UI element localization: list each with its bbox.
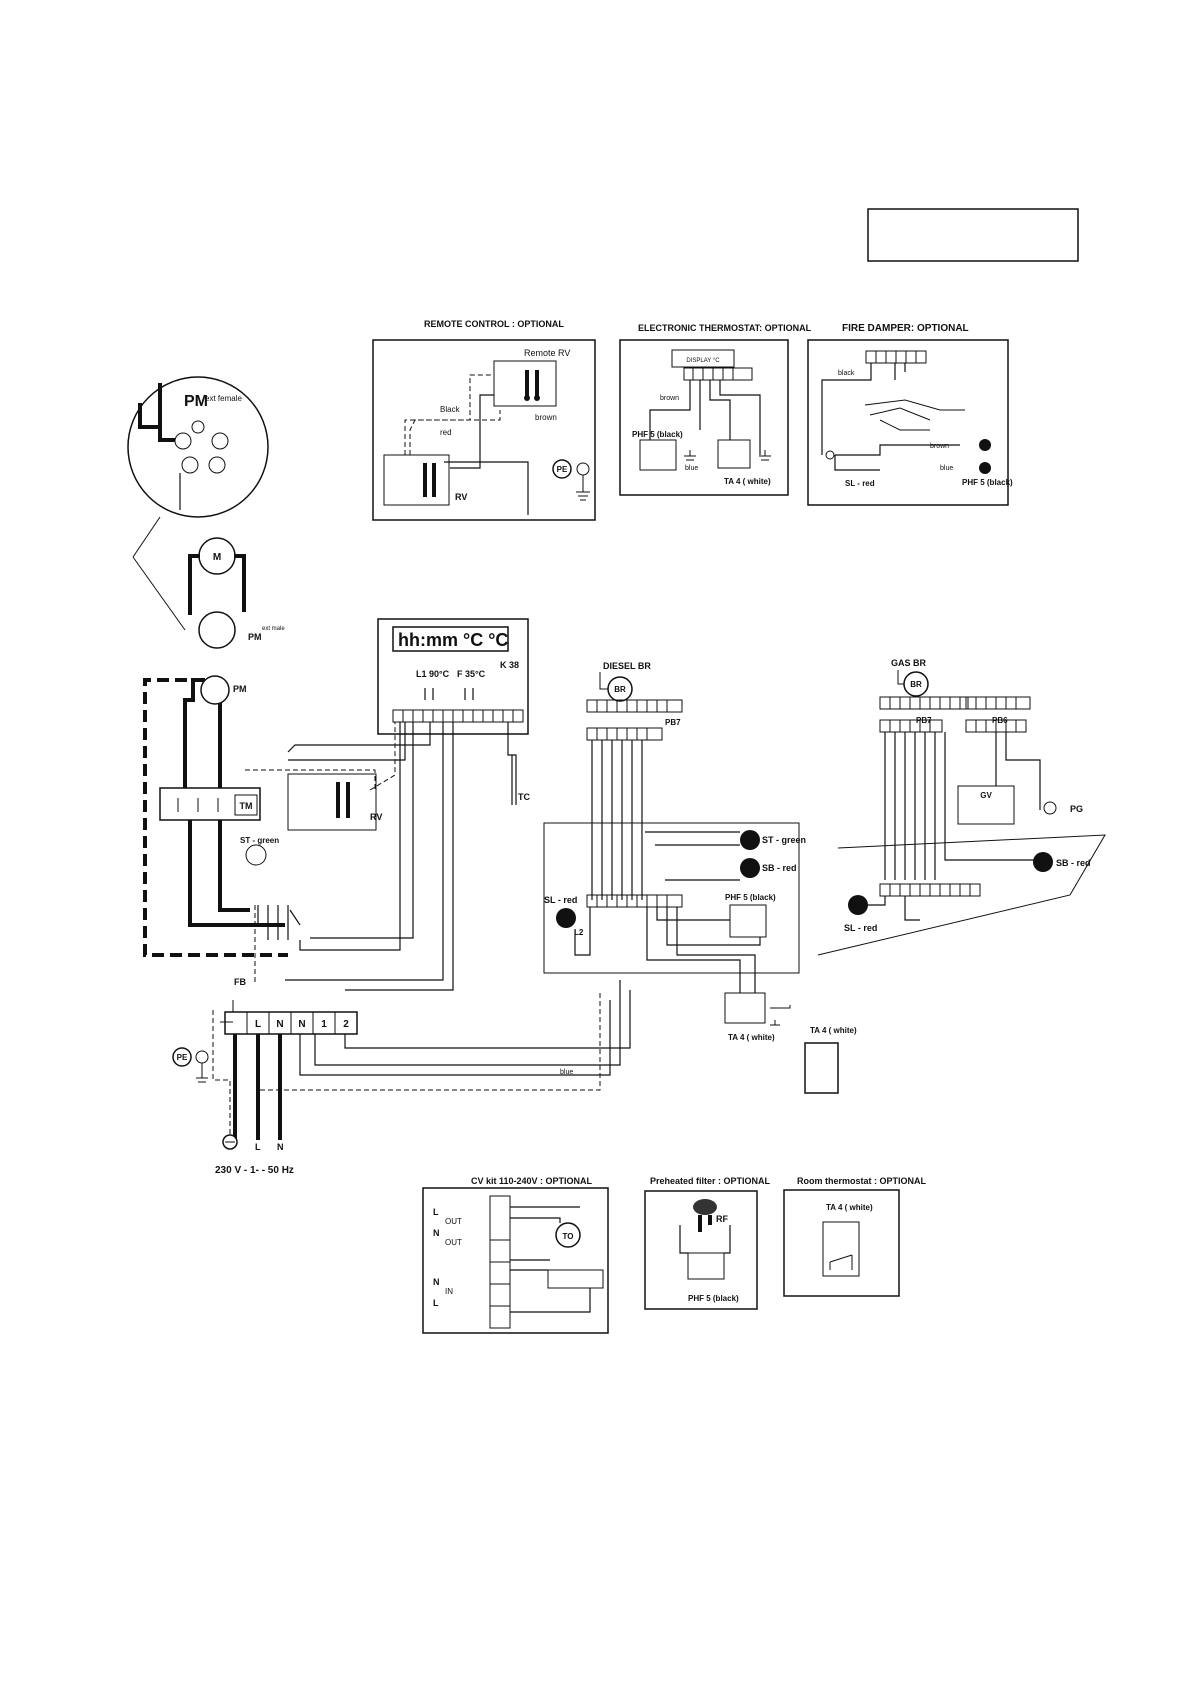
cv-label-n2: N <box>433 1277 440 1287</box>
cv-label-out2: OUT <box>445 1238 462 1247</box>
ta-label-thermo: TA 4 ( white) <box>724 477 771 486</box>
diesel-ta-external: TA 4 ( white) <box>810 1026 857 1035</box>
phf-label-fire: PHF 5 (black) <box>962 478 1013 487</box>
room-thermostat-section: Room thermostat : OPTIONAL TA 4 ( white) <box>783 1176 927 1297</box>
terminal-n2: N <box>298 1019 305 1030</box>
gas-burner-section: GAS BR BR PB7 PB6 GV PG SB - red SL - re… <box>817 658 1106 956</box>
main-terminal-block: L N N 1 2 FB <box>220 977 358 1035</box>
tm-relay: TM ST - green <box>159 787 279 866</box>
diesel-br: BR <box>614 685 626 694</box>
header-box <box>867 208 1079 262</box>
rv-label-remote: RV <box>455 492 467 502</box>
supply-l: L <box>255 1142 261 1152</box>
tc-label: TC <box>518 792 530 802</box>
diesel-st-green: ST - green <box>762 835 806 845</box>
gas-sl-red: SL - red <box>844 923 877 933</box>
cv-kit-title: CV kit 110-240V : OPTIONAL <box>471 1176 593 1186</box>
pe-symbol-main: PE <box>177 1053 188 1062</box>
ext-male-label: ext male <box>262 626 285 632</box>
diesel-sl-red: SL - red <box>544 895 577 905</box>
phf-label-thermo: PHF 5 (black) <box>632 430 683 439</box>
room-thermostat-title: Room thermostat : OPTIONAL <box>797 1176 927 1186</box>
electronic-thermostat-title: ELECTRONIC THERMOSTAT: OPTIONAL <box>638 323 812 333</box>
gas-pg: PG <box>1070 804 1083 814</box>
gas-br: BR <box>910 680 922 689</box>
thermo-blue-label: blue <box>685 465 698 472</box>
terminal-2: 2 <box>343 1019 349 1030</box>
thermo-brown-label: brown <box>660 395 679 402</box>
pm-label-main: PM <box>233 684 247 694</box>
cv-kit-section: CV kit 110-240V : OPTIONAL TO L OUT N OU… <box>422 1176 609 1334</box>
remote-rv-label: Remote RV <box>524 348 570 358</box>
diesel-title: DIESEL BR <box>603 661 651 671</box>
diesel-phf: PHF 5 (black) <box>725 893 776 902</box>
remote-control-title: REMOTE CONTROL : OPTIONAL <box>424 319 564 329</box>
thermostat-display: DISPLAY °C <box>686 358 720 364</box>
preheated-filter-section: Preheated filter : OPTIONAL RF PHF 5 (bl… <box>644 1176 771 1310</box>
fire-damper-section: FIRE DAMPER: OPTIONAL SL - red PHF 5 (bl… <box>807 323 1013 506</box>
sl-red-label-fire: SL - red <box>845 479 875 488</box>
black-wire-label: Black <box>440 405 461 414</box>
pm-label-male: PM <box>248 632 262 642</box>
preheated-filter-title: Preheated filter : OPTIONAL <box>650 1176 771 1186</box>
cv-label-l2: L <box>433 1298 439 1308</box>
gas-title: GAS BR <box>891 658 927 668</box>
diesel-sb-red: SB - red <box>762 863 797 873</box>
diesel-l2: L2 <box>574 928 584 937</box>
filter-rf: RF <box>716 1214 728 1224</box>
controller-display: hh:mm °C °C <box>398 630 508 650</box>
k38-label: K 38 <box>500 660 519 670</box>
st-green-label: ST - green <box>240 836 279 845</box>
supply-n: N <box>277 1142 284 1152</box>
diesel-burner-section: DIESEL BR BR PB7 ST - green SB - red SL … <box>543 661 857 1094</box>
pm-label-female: PM <box>184 393 208 410</box>
remote-control-section: REMOTE CONTROL : OPTIONAL Remote RV RV B… <box>372 319 596 521</box>
cv-to: TO <box>563 1232 574 1241</box>
l1-label: L1 90°C <box>416 669 450 679</box>
fire-damper-title: FIRE DAMPER: OPTIONAL <box>842 323 969 334</box>
fire-black-label: black <box>838 370 855 377</box>
red-wire-label: red <box>440 428 452 437</box>
cv-label-n1: N <box>433 1228 440 1238</box>
pe-symbol-remote: PE <box>557 465 568 474</box>
gas-gv: GV <box>980 791 992 800</box>
tm-label: TM <box>240 801 253 811</box>
cv-label-l1: L <box>433 1207 439 1217</box>
fire-brown-label: brown <box>930 443 949 450</box>
f-label: F 35°C <box>457 669 486 679</box>
bottom-blue-label: blue <box>560 1069 573 1076</box>
motor-label: M <box>213 552 221 563</box>
ext-female-label: ext female <box>205 394 242 403</box>
terminal-n1: N <box>276 1019 283 1030</box>
fb-label: FB <box>234 977 246 987</box>
terminal-1: 1 <box>321 1019 327 1030</box>
electronic-thermostat-section: ELECTRONIC THERMOSTAT: OPTIONAL DISPLAY … <box>619 323 812 496</box>
controller-k38: hh:mm °C °C K 38 L1 90°C F 35°C TC <box>377 618 530 805</box>
pm-connector-detail: PM ext female M PM ext male <box>127 376 285 649</box>
gas-sb-red: SB - red <box>1056 858 1091 868</box>
filter-phf: PHF 5 (black) <box>688 1294 739 1303</box>
fire-blue-label: blue <box>940 465 953 472</box>
diesel-ta: TA 4 ( white) <box>728 1033 775 1042</box>
cv-label-in: IN <box>445 1287 453 1296</box>
supply-voltage: 230 V - 1- - 50 Hz <box>215 1165 294 1176</box>
rv-relay-main: RV <box>245 722 431 831</box>
diesel-pb7: PB7 <box>665 718 681 727</box>
rv-label-main: RV <box>370 812 382 822</box>
cv-label-out1: OUT <box>445 1217 462 1226</box>
brown-wire-label: brown <box>535 413 557 422</box>
terminal-l: L <box>255 1019 261 1030</box>
room-ta: TA 4 ( white) <box>826 1203 873 1212</box>
